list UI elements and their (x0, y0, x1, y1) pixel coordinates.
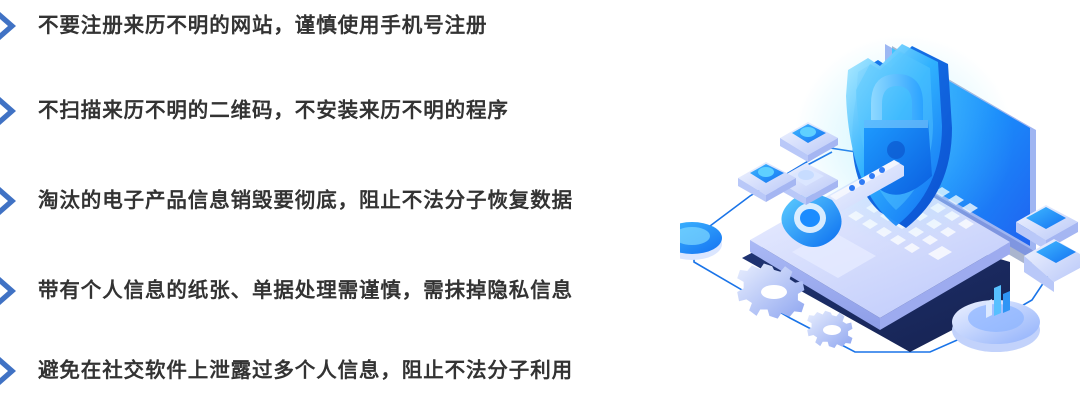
gear-icon (737, 263, 805, 319)
list-item: 淘汰的电子产品信息销毁要彻底，阻止不法分子恢复数据 (0, 181, 700, 221)
chevron-right-icon (0, 271, 38, 311)
data-node-icon (738, 162, 796, 202)
data-node-icon (780, 122, 838, 162)
gear-icon (807, 310, 853, 348)
chevron-right-icon (0, 91, 38, 131)
chevron-right-icon (0, 181, 38, 221)
tip-text: 带有个人信息的纸张、单据处理需谨慎，需抹掉隐私信息 (38, 279, 573, 302)
isometric-laptop-security-illustration (680, 0, 1080, 406)
tips-list: 不要注册来历不明的网站，谨慎使用手机号注册 不扫描来历不明的二维码，不安装来历不… (0, 6, 700, 391)
list-item: 避免在社交软件上泄露过多个人信息，阻止不法分子利用 (0, 351, 700, 391)
tip-text: 淘汰的电子产品信息销毁要彻底，阻止不法分子恢复数据 (38, 189, 573, 212)
list-item: 带有个人信息的纸张、单据处理需谨慎，需抹掉隐私信息 (0, 271, 700, 311)
list-item: 不要注册来历不明的网站，谨慎使用手机号注册 (0, 6, 700, 46)
chevron-right-icon (0, 6, 38, 46)
tip-text: 不要注册来历不明的网站，谨慎使用手机号注册 (38, 14, 488, 37)
bar-chart-pedestal-icon (952, 285, 1040, 352)
server-block-icon (1024, 239, 1080, 292)
list-item: 不扫描来历不明的二维码，不安装来历不明的程序 (0, 91, 700, 131)
key-icon (781, 160, 904, 247)
tip-text: 避免在社交软件上泄露过多个人信息，阻止不法分子利用 (38, 359, 573, 382)
chevron-right-icon (0, 351, 38, 391)
circle-node-icon (680, 222, 722, 260)
tip-text: 不扫描来历不明的二维码，不安装来历不明的程序 (38, 99, 509, 122)
